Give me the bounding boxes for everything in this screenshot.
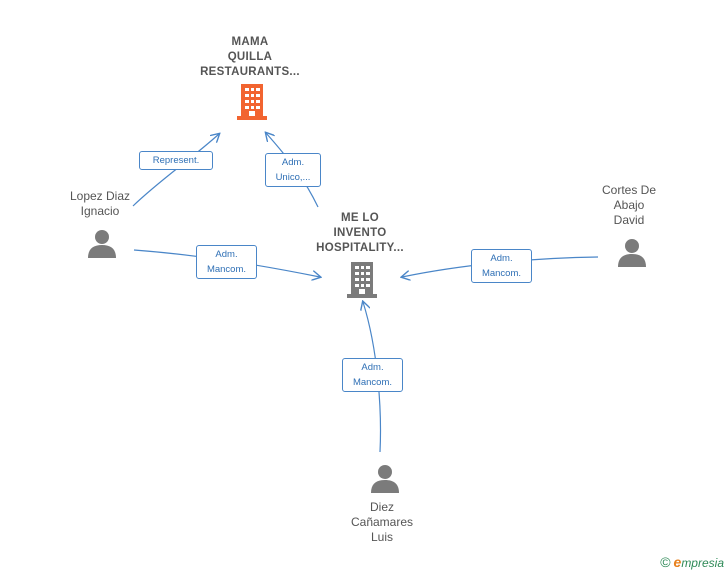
brand-initial: e [673,554,682,570]
person-cortes-label[interactable]: Cortes De Abajo David [601,183,657,227]
edge-label-represent[interactable]: Represent. [139,151,213,170]
building-icon[interactable] [346,262,378,298]
edge-label-adm-mancom-lopez[interactable]: Adm. Mancom. [196,245,257,279]
edge-label-adm-unico[interactable]: Adm. Unico,... [265,153,321,187]
person-lopez-label[interactable]: Lopez Diaz Ignacio [69,189,131,218]
company-center-label[interactable]: ME LO INVENTO HOSPITALITY... [316,212,404,254]
edge-lopez-to-top [132,134,219,207]
company-top-label[interactable]: MAMA QUILLA RESTAURANTS... [200,36,300,78]
person-icon[interactable] [370,464,400,494]
person-icon[interactable] [87,229,117,259]
copyright-symbol: © [660,554,671,570]
brand-name: mpresia [681,556,724,570]
edge-label-adm-mancom-cortes[interactable]: Adm. Mancom. [471,249,532,283]
building-icon[interactable] [236,84,268,120]
person-icon[interactable] [617,238,647,268]
person-diez-label[interactable]: Diez Cañamares Luis [350,500,414,544]
brand-footer: ©empresia [660,554,724,570]
edge-label-adm-mancom-diez[interactable]: Adm. Mancom. [342,358,403,392]
